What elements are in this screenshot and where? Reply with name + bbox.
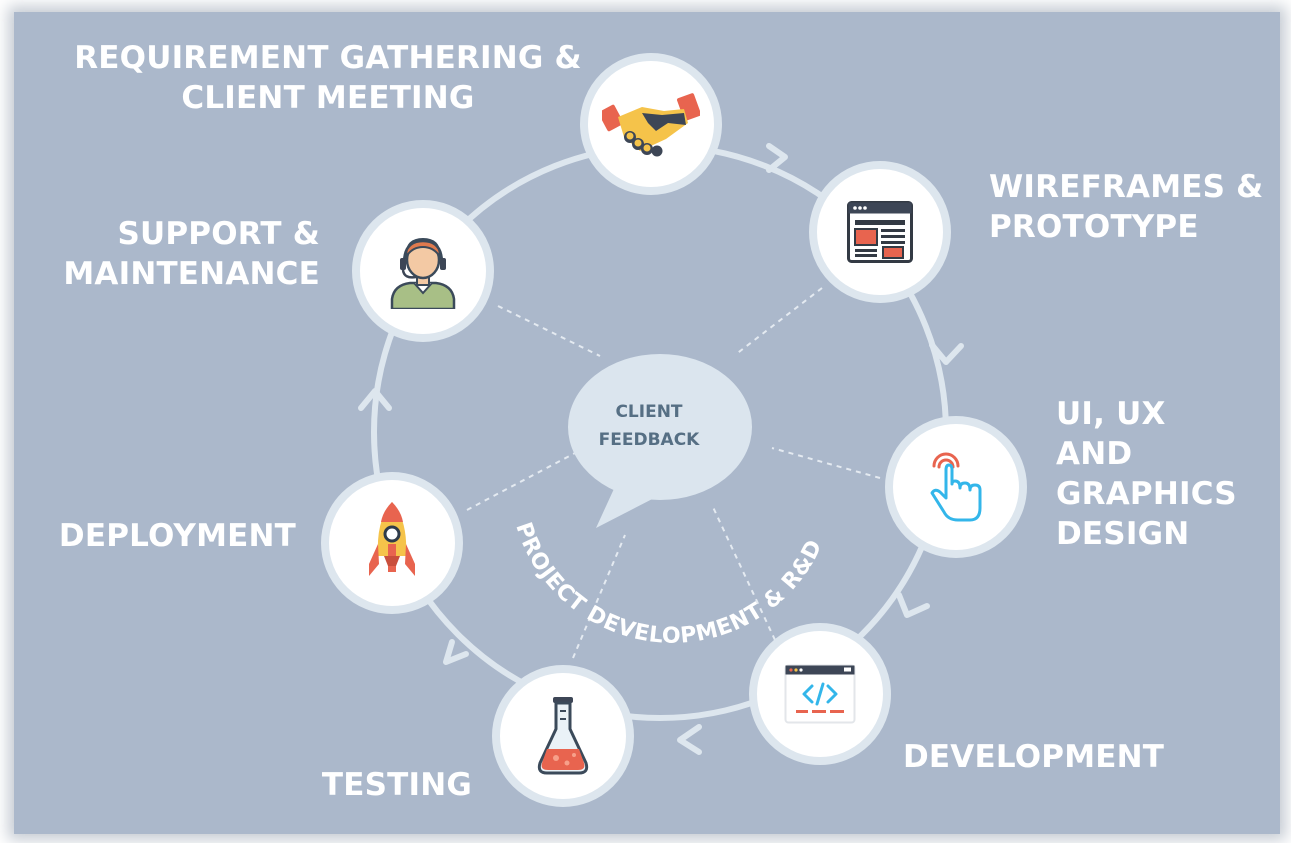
stage-label-wireframes: WIREFRAMES & PROTOTYPE bbox=[989, 167, 1263, 247]
stage-label-line: DEVELOPMENT bbox=[903, 739, 1165, 775]
stage-label-support: SUPPORT & MAINTENANCE bbox=[40, 214, 320, 294]
stage-label-requirement: REQUIREMENT GATHERING & CLIENT MEETING bbox=[58, 38, 598, 118]
stage-label-line: MAINTENANCE bbox=[63, 256, 320, 292]
stage-label-deployment: DEPLOYMENT bbox=[40, 516, 296, 556]
stage-label-line: AND bbox=[1056, 436, 1133, 472]
stage-label-line: WIREFRAMES & bbox=[989, 169, 1264, 205]
stage-label-ui-ux: UI, UX AND GRAPHICS DESIGN bbox=[1056, 394, 1237, 554]
handshake-icon bbox=[602, 89, 700, 159]
stage-label-testing: TESTING bbox=[300, 765, 472, 805]
stage-label-line: CLIENT MEETING bbox=[181, 80, 475, 116]
client-feedback-label: CLIENT FEEDBACK bbox=[594, 398, 704, 454]
client-feedback-bubble bbox=[568, 354, 752, 528]
stage-node-testing bbox=[492, 665, 634, 807]
stage-label-development: DEVELOPMENT bbox=[903, 737, 1164, 777]
stage-label-line: REQUIREMENT GATHERING & bbox=[74, 40, 582, 76]
stage-label-line: UI, UX bbox=[1056, 396, 1166, 432]
stage-node-requirement bbox=[580, 53, 722, 195]
code-window-icon bbox=[784, 664, 856, 724]
direction-arrows bbox=[358, 143, 964, 755]
touch-hand-icon bbox=[926, 450, 986, 524]
stage-label-line: GRAPHICS bbox=[1056, 476, 1237, 512]
browser-layout-icon bbox=[847, 201, 913, 263]
stage-label-line: DESIGN bbox=[1056, 516, 1190, 552]
dashed-spokes bbox=[466, 287, 881, 659]
client-feedback-line: CLIENT bbox=[615, 402, 683, 422]
stage-node-wireframes bbox=[809, 161, 951, 303]
client-feedback-line: FEEDBACK bbox=[598, 430, 700, 450]
stage-node-development bbox=[749, 623, 891, 765]
stage-label-line: TESTING bbox=[321, 767, 472, 803]
stage-label-line: SUPPORT & bbox=[117, 216, 320, 252]
stage-node-deployment bbox=[321, 472, 463, 614]
support-agent-icon bbox=[388, 233, 458, 309]
rocket-icon bbox=[368, 500, 416, 586]
project-development-arc-text: PROJECT DEVELOPMENT & R&D bbox=[510, 519, 827, 649]
stage-label-line: DEPLOYMENT bbox=[58, 518, 296, 554]
lab-flask-icon bbox=[534, 695, 592, 777]
stage-node-support bbox=[352, 200, 494, 342]
stage-node-ui-ux bbox=[885, 416, 1027, 558]
stage-label-line: PROTOTYPE bbox=[989, 209, 1199, 245]
